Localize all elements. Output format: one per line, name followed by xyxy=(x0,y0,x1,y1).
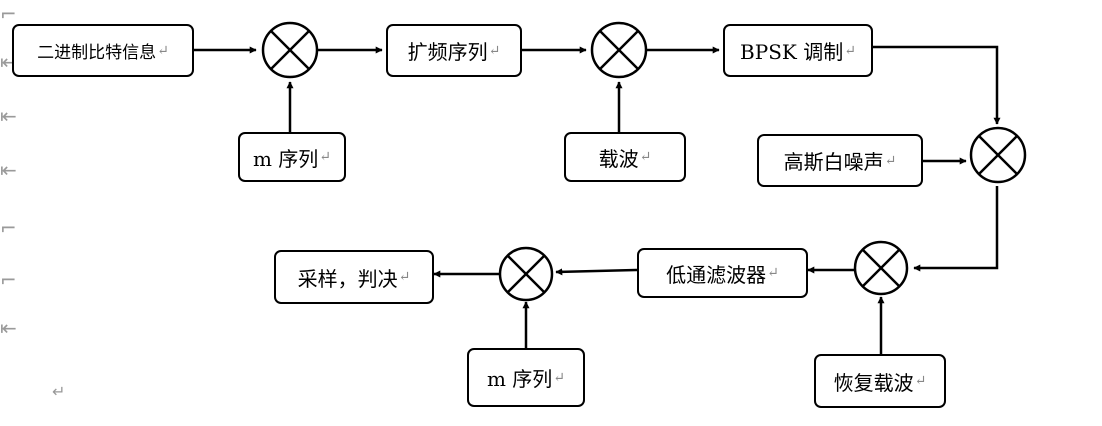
gaussian-noise-block: 高斯白噪声↵ xyxy=(757,134,923,187)
margin-mark: ⇤ xyxy=(0,158,17,182)
line-mult3-to-mult4 xyxy=(913,186,999,272)
margin-mark: ⌐ xyxy=(0,268,17,292)
multiplier-4 xyxy=(853,240,909,296)
arrow-lpf-to-mult5 xyxy=(555,268,638,276)
m-sequence-block-bottom: m 序列↵ xyxy=(467,348,585,407)
recover-carrier-block: 恢复载波↵ xyxy=(814,354,946,408)
margin-mark: ⌐ xyxy=(0,216,17,240)
m-sequence-block-top: m 序列↵ xyxy=(238,132,346,182)
multiplier-3 xyxy=(969,126,1027,184)
margin-mark: ⌐ xyxy=(0,2,17,26)
multiplier-5 xyxy=(498,246,554,302)
line-bpsk-to-mult3 xyxy=(873,45,1001,125)
spread-sequence-block: 扩频序列↵ xyxy=(386,24,522,77)
multiplier-1 xyxy=(261,21,319,79)
carrier-block: 载波↵ xyxy=(564,132,686,182)
paragraph-mark: ↵ xyxy=(52,382,66,401)
binary-info-block: 二进制比特信息↵ xyxy=(12,24,194,77)
lowpass-filter-block: 低通滤波器↵ xyxy=(637,248,808,298)
bpsk-modulation-block: BPSK 调制↵ xyxy=(723,24,873,77)
multiplier-2 xyxy=(590,21,648,79)
sample-decide-block: 采样，判决↵ xyxy=(274,250,434,304)
margin-mark: ⇤ xyxy=(0,316,17,340)
margin-mark: ⇤ xyxy=(0,104,17,128)
